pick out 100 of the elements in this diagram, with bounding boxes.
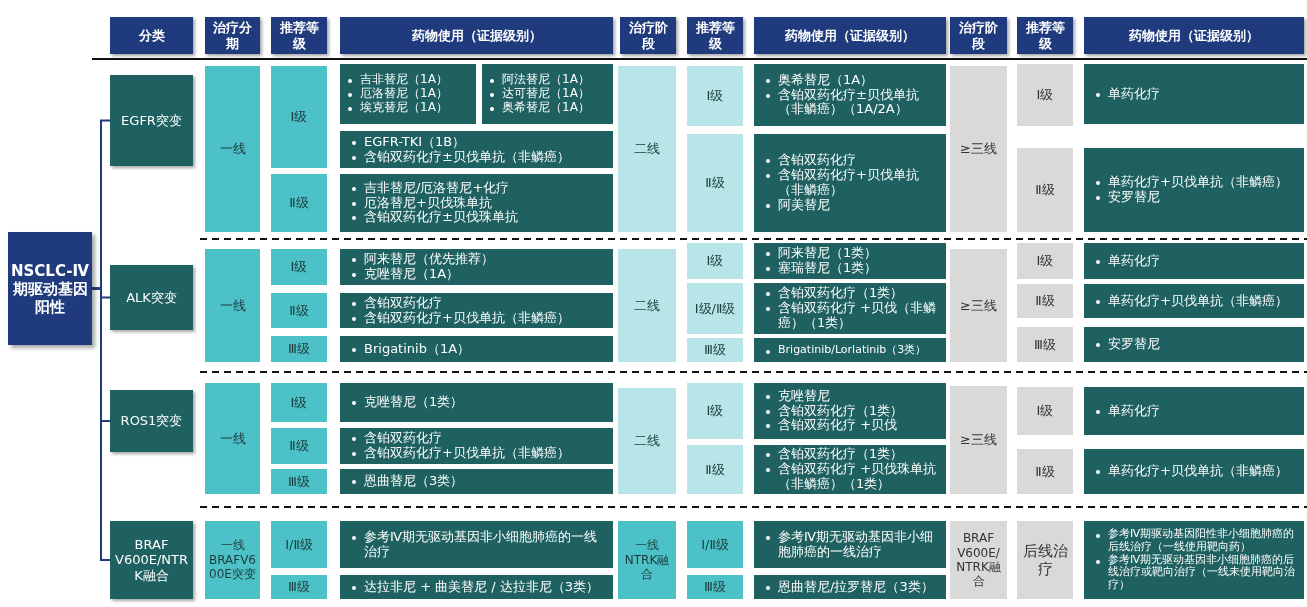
column-header — [340, 17, 613, 54]
grade-box — [687, 383, 743, 439]
drug-box — [1084, 284, 1304, 318]
connector-line — [91, 287, 111, 561]
drug-box — [1084, 243, 1304, 279]
drug-box — [1084, 387, 1304, 435]
node-text: 一线NTRK融合 — [623, 538, 671, 582]
header-text: 治疗阶段 — [627, 19, 669, 52]
node-text: Ⅱ级 — [705, 175, 725, 191]
list-item: 参考Ⅳ期无驱动基因非小细胞肺癌的一线治疗 — [778, 529, 934, 560]
drug-box — [754, 445, 946, 494]
grade-box — [271, 336, 327, 362]
list-item: 含铂双药化疗+贝伐单抗（非鳞癌） — [364, 310, 571, 326]
list-item: 达可替尼（1A） — [502, 87, 591, 101]
drug-box — [754, 575, 946, 599]
list-item: 阿来替尼（优先推荐） — [364, 252, 495, 267]
stage-box — [618, 388, 676, 494]
grade-box — [687, 243, 743, 279]
drug-box — [1084, 521, 1304, 599]
list-item: 含铂双药化疗±贝伐珠单抗 — [364, 210, 519, 226]
stage-box — [618, 521, 676, 599]
grade-box — [687, 521, 743, 568]
list-item: 参考Ⅳ期无驱动基因非小细胞肺癌的后线治疗或靶向治疗（一线未使用靶向治疗） — [1108, 553, 1296, 592]
column-header — [620, 17, 676, 54]
header-text: 药物使用（证据级别） — [1129, 27, 1259, 44]
category-box — [110, 265, 193, 330]
node-text: Ⅰ级 — [706, 403, 724, 419]
list-item: 含铂双药化疗（1类） — [778, 286, 905, 301]
node-text: 一线BRAFV600E突变 — [208, 538, 257, 582]
drug-box — [340, 383, 613, 422]
list-item: 单药化疗 — [1108, 403, 1161, 419]
grade-box — [1017, 243, 1073, 279]
node-text: BRAF V600E/NTRK融合 — [114, 536, 189, 584]
drug-box — [340, 521, 613, 568]
drug-box — [1084, 148, 1304, 232]
stage-box — [950, 66, 1007, 232]
node-text: 一线 — [219, 297, 246, 314]
node-text: 二线 — [634, 141, 660, 157]
grade-box — [271, 469, 327, 494]
drug-box — [754, 383, 946, 439]
drug-box — [1084, 449, 1304, 494]
list-item: 含铂双药化疗 — [778, 153, 857, 168]
grade-box — [1017, 449, 1073, 494]
node-text: ≥三线 — [960, 432, 997, 448]
node-text: Ⅰ级 — [290, 109, 308, 125]
list-item: 含铂双药化疗+贝伐单抗（非鳞癌） — [778, 168, 920, 198]
node-text: Ⅰ级/Ⅱ级 — [694, 300, 736, 317]
drug-box — [340, 293, 613, 328]
list-item: 含铂双药化疗±贝伐单抗（非鳞癌）（1A/2A） — [778, 87, 920, 118]
list-item: 埃克替尼（1A） — [360, 100, 449, 115]
grade-box — [687, 283, 743, 334]
node-text: Ⅱ级 — [289, 302, 309, 319]
column-header — [271, 17, 327, 54]
stage-box — [950, 386, 1007, 494]
node-text: 二线 — [634, 297, 660, 314]
grade-box — [271, 66, 327, 168]
node-text: Ⅰ级 — [1036, 403, 1054, 419]
drug-box — [754, 521, 946, 568]
grade-box — [271, 383, 327, 422]
list-item: 含铂双药化疗±贝伐单抗（非鳞癌） — [364, 149, 571, 165]
list-item: 厄洛替尼+贝伐珠单抗 — [364, 195, 493, 210]
node-text: Ⅲ级 — [1034, 336, 1056, 353]
node-text: Ⅰ级 — [290, 394, 308, 411]
list-item: 含铂双药化疗（1类） — [778, 403, 905, 418]
stage-box — [950, 521, 1007, 599]
list-item: 单药化疗 — [1108, 253, 1161, 269]
list-item: 含铂双药化疗+贝伐单抗（非鳞癌） — [364, 446, 571, 461]
header-text: 推荐等级 — [1024, 19, 1066, 52]
drug-box — [754, 338, 946, 362]
node-text: Ⅱ级 — [1035, 182, 1055, 198]
drug-box — [340, 131, 613, 168]
list-item: 恩曲替尼/拉罗替尼（3类） — [778, 579, 935, 595]
stage-box — [205, 249, 260, 362]
header-text: 治疗分期 — [212, 19, 253, 52]
stage-box — [205, 66, 260, 232]
list-item: 参考Ⅳ期驱动基因阳性非小细胞肺癌的后线治疗（一线使用靶向药） — [1108, 528, 1296, 554]
grade-box — [687, 134, 743, 232]
category-box — [110, 521, 193, 599]
node-text: Ⅲ级 — [288, 473, 310, 490]
list-item: 含铂双药化疗 +贝伐 — [778, 418, 899, 434]
list-item: 阿美替尼 — [778, 197, 830, 213]
drug-box — [1084, 64, 1304, 124]
node-text: Ⅱ级 — [1035, 293, 1055, 309]
node-text: Ⅰ级 — [706, 88, 724, 104]
grade-box — [1017, 64, 1073, 126]
node-text: Ⅰ/Ⅱ级 — [285, 536, 313, 553]
header-text: 药物使用（证据级别） — [411, 27, 542, 44]
grade-box — [687, 338, 743, 362]
grade-box — [271, 174, 327, 232]
node-text: 一线 — [219, 141, 246, 157]
list-item: 恩曲替尼（3类） — [364, 474, 465, 489]
stage-box — [1017, 521, 1073, 599]
header-text: 推荐等级 — [694, 19, 736, 52]
node-text: Ⅱ级 — [289, 195, 309, 211]
node-text: Ⅰ级 — [1036, 87, 1054, 103]
column-header — [205, 17, 260, 54]
node-text: Ⅱ级 — [1035, 463, 1055, 480]
list-item: 单药化疗+贝伐单抗（非鳞癌） — [1108, 293, 1289, 309]
list-item: 参考Ⅳ期无驱动基因非小细胞肺癌的一线治疗 — [364, 529, 598, 560]
node-text: Ⅲ级 — [704, 579, 726, 595]
